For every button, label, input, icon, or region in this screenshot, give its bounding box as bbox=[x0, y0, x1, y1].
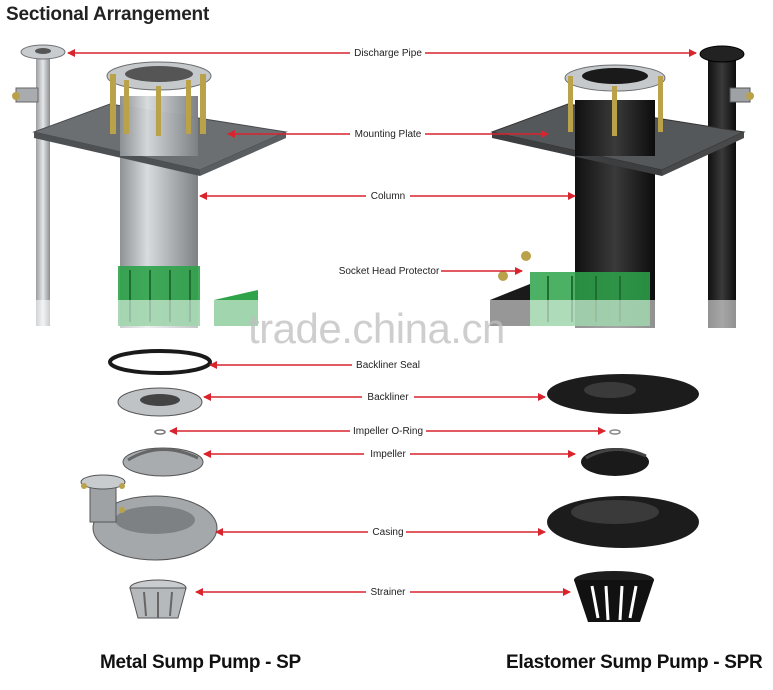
caption-elastomer-sump-pump: Elastomer Sump Pump - SPR bbox=[506, 652, 763, 673]
label-impeller: Impeller bbox=[370, 449, 406, 460]
metal-pump-assembly bbox=[12, 44, 288, 328]
metal-impeller-o-ring bbox=[154, 429, 166, 435]
metal-parts bbox=[80, 349, 218, 619]
elastomer-pump-assembly bbox=[490, 45, 754, 328]
label-backliner: Backliner bbox=[367, 392, 409, 403]
callout-labels: Discharge Pipe Mounting Plate Column Soc… bbox=[339, 48, 440, 598]
label-strainer: Strainer bbox=[370, 587, 406, 598]
elastomer-parts bbox=[547, 374, 699, 622]
metal-discharge-pipe bbox=[36, 58, 50, 326]
label-mounting-plate: Mounting Plate bbox=[355, 129, 422, 140]
label-discharge-pipe: Discharge Pipe bbox=[354, 48, 422, 59]
label-socket-head-protector: Socket Head Protector bbox=[339, 266, 440, 277]
elastomer-discharge-pipe bbox=[708, 58, 736, 328]
callouts bbox=[67, 49, 697, 596]
elastomer-impeller bbox=[581, 448, 649, 476]
watermark: trade.china.cn bbox=[248, 305, 505, 352]
caption-metal-sump-pump: Metal Sump Pump - SP bbox=[100, 652, 301, 673]
page-title: Sectional Arrangement bbox=[6, 4, 210, 25]
label-casing: Casing bbox=[372, 527, 403, 538]
elastomer-impeller-o-ring bbox=[609, 429, 621, 435]
label-backliner-seal: Backliner Seal bbox=[356, 360, 420, 371]
metal-backliner-seal bbox=[108, 349, 212, 375]
label-impeller-o-ring: Impeller O-Ring bbox=[353, 426, 423, 437]
metal-impeller bbox=[122, 447, 204, 477]
label-column: Column bbox=[371, 191, 405, 202]
